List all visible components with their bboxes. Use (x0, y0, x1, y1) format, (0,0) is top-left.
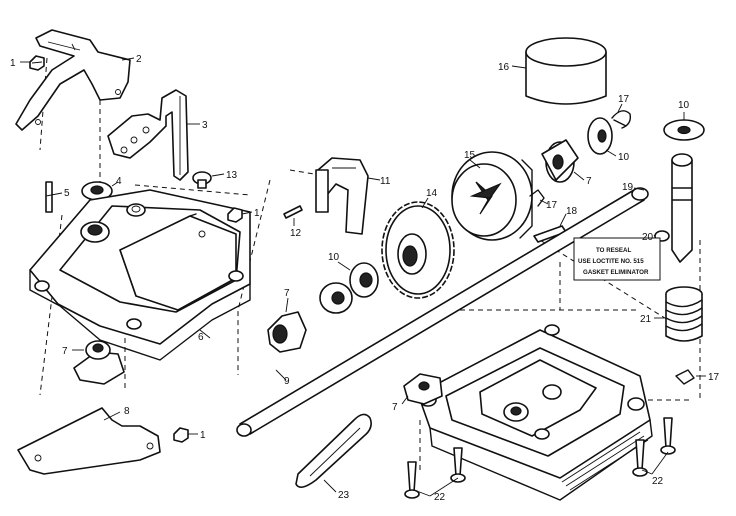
leader-lines (20, 57, 706, 497)
callout-2: 2 (136, 54, 142, 65)
part-1-screw-bottom (173, 427, 189, 443)
lower-housing (417, 324, 653, 501)
reseal-note-box (573, 237, 661, 281)
callout-5: 5 (64, 188, 70, 199)
part-16-cup (525, 37, 607, 105)
callout-10-center: 10 (328, 252, 340, 263)
part-19-vertical-shaft (671, 153, 693, 263)
callout-10-right: 10 (678, 100, 690, 111)
callout-7-center: 7 (284, 288, 290, 299)
callout-7-left: 7 (62, 346, 68, 357)
callout-17-center: 17 (546, 200, 558, 211)
part-13-knob (192, 171, 212, 189)
callout-1-right: 1 (254, 208, 260, 219)
part-4-seal (81, 181, 113, 201)
callout-4: 4 (116, 176, 122, 187)
callout-14: 14 (426, 188, 438, 199)
callout-17-bottom: 17 (708, 372, 720, 383)
part-14-gear (381, 201, 455, 299)
callout-6: 6 (198, 332, 204, 343)
part-6-upper-housing (29, 189, 251, 361)
note-line-2: USE LOCTITE NO. 515 (578, 258, 644, 265)
callout-9: 9 (284, 376, 290, 387)
part-2-bracket (15, 29, 131, 131)
part-9-shaft (236, 187, 649, 437)
note-line-1: TO RESEAL (596, 247, 632, 254)
part-23-strap (295, 413, 372, 488)
callout-7-right: 7 (586, 176, 592, 187)
part-11-shift-fork (315, 157, 369, 235)
callout-22-left: 22 (434, 492, 446, 503)
callout-8: 8 (124, 406, 130, 417)
callout-19: 19 (622, 182, 634, 193)
callout-16: 16 (498, 62, 510, 73)
note-line-3: GASKET ELIMINATOR (583, 269, 649, 276)
part-5-pin (45, 181, 53, 213)
callout-11: 11 (380, 176, 391, 187)
part-1-screw-right (227, 207, 243, 223)
part-7-bushing-left (73, 340, 125, 385)
callout-12: 12 (290, 228, 302, 239)
callout-15: 15 (464, 150, 476, 161)
part-17-clip-top (611, 110, 632, 129)
part-8-plate (17, 407, 161, 475)
part-7-bushing-right (541, 139, 579, 183)
callout-21: 21 (640, 314, 652, 325)
callout-10-upper: 10 (618, 152, 630, 163)
callout-18: 18 (566, 206, 578, 217)
part-15-clutch (451, 151, 533, 241)
callout-7-lower: 7 (392, 402, 398, 413)
callout-20: 20 (642, 232, 654, 243)
callout-3: 3 (202, 120, 208, 131)
part-7-bushing-center (267, 311, 307, 353)
part-21-worm (665, 286, 703, 342)
callout-17-top: 17 (618, 94, 630, 105)
part-17-clip-bottom (675, 369, 695, 385)
callout-13: 13 (226, 170, 238, 181)
part-7-bushing-lower (403, 373, 443, 405)
callout-1-top: 1 (10, 58, 16, 69)
part-10-washer-center (319, 262, 379, 314)
part-3-shift-lever (107, 89, 189, 181)
callout-23: 23 (338, 490, 350, 501)
part-1-screw-top (29, 55, 45, 71)
callout-22-right: 22 (652, 476, 664, 487)
part-17-clip-center (529, 189, 545, 207)
part-10-washer-upper (587, 117, 613, 155)
callout-1-bottom: 1 (200, 430, 206, 441)
part-22-screws (404, 417, 676, 499)
part-10-washer-right (663, 119, 705, 141)
callout-labels: 1 2 3 4 5 13 1 6 7 8 1 11 12 14 10 7 9 1… (10, 54, 720, 503)
part-12-pin (283, 205, 303, 219)
